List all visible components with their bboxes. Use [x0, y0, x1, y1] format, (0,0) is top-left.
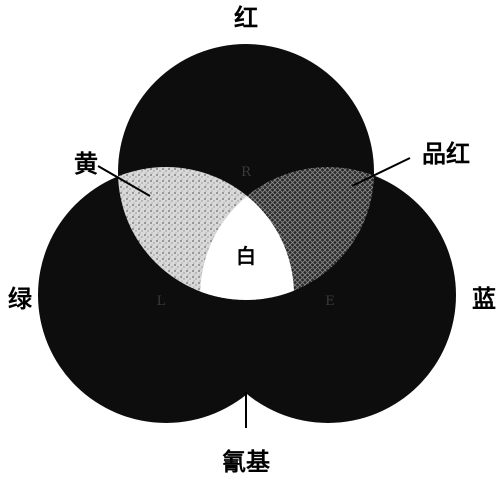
yellow-leader-line: [97, 165, 151, 197]
white-center-region: [200, 167, 294, 300]
label-green: 绿: [8, 285, 33, 313]
label-blue: 蓝: [472, 285, 496, 313]
magenta-leader-line: [351, 157, 411, 187]
label-white: 白: [236, 244, 256, 268]
inner-letter-l: L: [157, 294, 166, 309]
label-red: 红: [234, 4, 258, 32]
inner-letter-r: R: [241, 165, 252, 180]
inner-letter-e: E: [325, 294, 335, 309]
label-cyan: 氰基: [222, 448, 271, 476]
label-yellow: 黄: [74, 150, 98, 178]
label-magenta: 品红: [422, 140, 470, 168]
